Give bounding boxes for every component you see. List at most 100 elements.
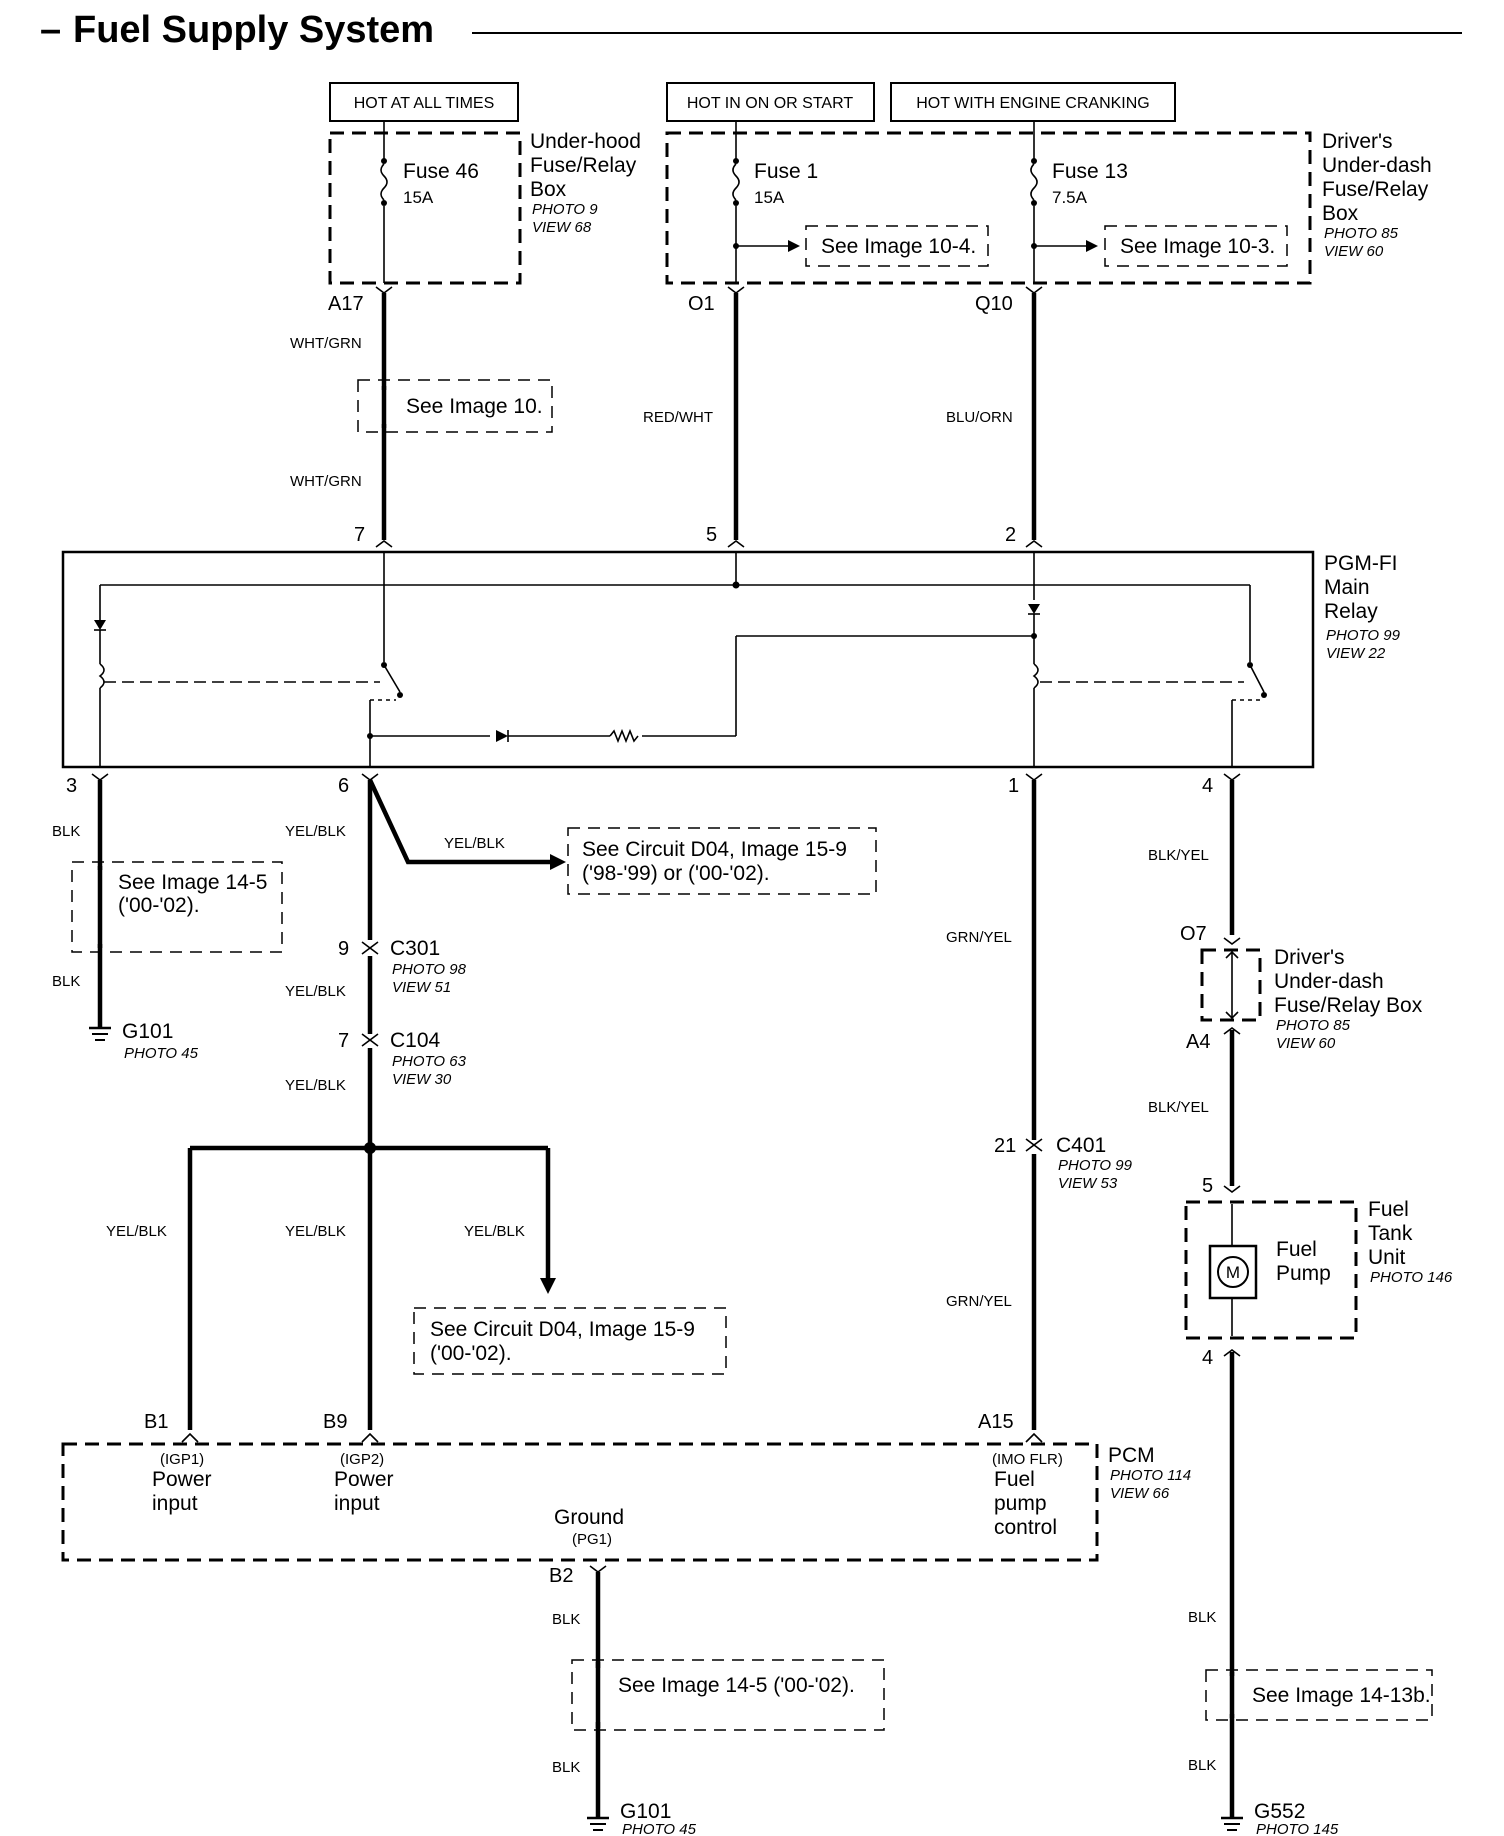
fuse-46-rating: 15A (403, 188, 434, 207)
svg-text:(IMO FLR): (IMO FLR) (992, 1451, 1063, 1468)
svg-text:PHOTO 98: PHOTO 98 (392, 961, 467, 978)
pcm-ground-label: Ground (554, 1506, 624, 1529)
see-image-10: See Image 10. (406, 395, 543, 418)
diode-icon (1028, 604, 1040, 614)
svg-text:M: M (1226, 1263, 1240, 1282)
svg-text:YEL/BLK: YEL/BLK (285, 1077, 346, 1094)
svg-text:A4: A4 (1186, 1031, 1210, 1053)
svg-text:WHT/GRN: WHT/GRN (290, 473, 362, 490)
svg-text:BLK: BLK (52, 973, 80, 990)
hot-label-all-times: HOT AT ALL TIMES (329, 82, 519, 122)
svg-text:BLK: BLK (52, 823, 80, 840)
svg-text:VIEW 30: VIEW 30 (392, 1071, 452, 1088)
hot-label-on-start: HOT IN ON OR START (666, 82, 875, 122)
fuse-1-ref: See Image 10-4. (821, 235, 976, 258)
wire-a17: A17 WHT/GRN WHT/GRN See Image 10. 7 (290, 286, 553, 548)
svg-text:YEL/BLK: YEL/BLK (106, 1223, 167, 1240)
svg-text:Unit: Unit (1368, 1246, 1406, 1269)
svg-text:GRN/YEL: GRN/YEL (946, 929, 1012, 946)
svg-text:PHOTO 99: PHOTO 99 (1326, 627, 1401, 644)
svg-text:BLK/YEL: BLK/YEL (1148, 1099, 1209, 1116)
svg-text:PHOTO 146: PHOTO 146 (1370, 1269, 1453, 1286)
pcm-name: PCM (1108, 1444, 1155, 1467)
svg-text:A17: A17 (328, 293, 364, 315)
fuse-13-rating: 7.5A (1052, 188, 1088, 207)
svg-text:B1: B1 (144, 1411, 168, 1433)
coil-icon (1032, 663, 1039, 689)
svg-text:(IGP2): (IGP2) (340, 1451, 384, 1468)
svg-text:O7: O7 (1180, 923, 1207, 945)
svg-text:PHOTO 114: PHOTO 114 (1110, 1467, 1191, 1484)
g101-top-name: G101 (122, 1020, 173, 1043)
wire-relay-pin4: 4 BLK/YEL O7 Driver's Under-dash Fuse/Re… (1148, 773, 1453, 1836)
svg-text:('00-'02).: ('00-'02). (118, 894, 200, 917)
svg-text:A15: A15 (978, 1411, 1014, 1433)
svg-text:WHT/GRN: WHT/GRN (290, 335, 362, 352)
svg-text:VIEW 60: VIEW 60 (1276, 1035, 1336, 1052)
svg-text:PHOTO 45: PHOTO 45 (622, 1821, 697, 1836)
g101-bottom-name: G101 (620, 1800, 671, 1823)
diode-icon (94, 620, 106, 630)
svg-text:YEL/BLK: YEL/BLK (464, 1223, 525, 1240)
arrow-icon (550, 854, 566, 870)
c301-name: C301 (390, 937, 440, 960)
svg-text:Fuel: Fuel (1276, 1238, 1317, 1261)
svg-text:Box: Box (530, 178, 567, 201)
c104-name: C104 (390, 1029, 441, 1052)
fuse-1-name: Fuse 1 (754, 160, 818, 183)
svg-text:Driver's: Driver's (1274, 946, 1345, 969)
svg-text:Relay: Relay (1324, 600, 1378, 623)
svg-text:B9: B9 (323, 1411, 347, 1433)
svg-text:2: 2 (1005, 524, 1016, 546)
switch-icon (1249, 664, 1265, 693)
see-image-14-13b: See Image 14-13b. (1252, 1684, 1431, 1707)
svg-text:HOT IN ON OR START: HOT IN ON OR START (687, 95, 853, 112)
fuse-13-name: Fuse 13 (1052, 160, 1128, 183)
wire-q10: Q10 BLU/ORN 2 (946, 286, 1043, 548)
svg-text:YEL/BLK: YEL/BLK (285, 823, 346, 840)
svg-text:Box: Box (1322, 202, 1359, 225)
svg-text:VIEW 51: VIEW 51 (392, 979, 451, 996)
resistor-icon (609, 728, 639, 744)
svg-text:5: 5 (706, 524, 717, 546)
svg-text:BLK: BLK (552, 1611, 580, 1628)
svg-text:5: 5 (1202, 1175, 1213, 1197)
fuse-46-icon (380, 163, 388, 201)
svg-text:input: input (152, 1492, 198, 1515)
svg-text:Power: Power (152, 1468, 212, 1491)
svg-text:RED/WHT: RED/WHT (643, 409, 713, 426)
svg-text:pump: pump (994, 1492, 1047, 1515)
svg-text:Fuse/Relay: Fuse/Relay (1322, 178, 1429, 201)
svg-text:1: 1 (1008, 775, 1019, 797)
ground-icon (1221, 1816, 1243, 1831)
svg-text:Under-dash: Under-dash (1274, 970, 1384, 993)
wire-relay-pin1: 1 GRN/YEL 21 C401 PHOTO 99 VIEW 53 GRN/Y… (946, 773, 1133, 1443)
arrow-icon (540, 1278, 556, 1294)
svg-text:input: input (334, 1492, 380, 1515)
svg-text:('00-'02).: ('00-'02). (430, 1342, 512, 1365)
svg-text:PHOTO 145: PHOTO 145 (1256, 1821, 1339, 1836)
svg-text:BLU/ORN: BLU/ORN (946, 409, 1013, 426)
svg-text:B2: B2 (549, 1565, 573, 1587)
svg-text:Fuel: Fuel (994, 1468, 1035, 1491)
svg-text:VIEW 60: VIEW 60 (1324, 243, 1384, 260)
wire-o1: O1 RED/WHT 5 (643, 286, 745, 548)
hot-label-cranking: HOT WITH ENGINE CRANKING (890, 82, 1176, 122)
driver-fuse-box: Fuse 1 15A See Image 10-4. Fuse 13 7.5A … (665, 121, 1432, 285)
fuse-1-rating: 15A (754, 188, 785, 207)
svg-text:4: 4 (1202, 775, 1213, 797)
svg-text:PHOTO 85: PHOTO 85 (1276, 1017, 1351, 1034)
svg-text:Main: Main (1324, 576, 1370, 599)
arrow-icon (1086, 240, 1098, 252)
c401-name: C401 (1056, 1134, 1106, 1157)
g552-name: G552 (1254, 1800, 1305, 1823)
svg-text:BLK: BLK (552, 1759, 580, 1776)
motor-icon (1217, 1256, 1249, 1288)
svg-text:HOT AT ALL TIMES: HOT AT ALL TIMES (354, 95, 495, 112)
svg-text:BLK: BLK (1188, 1757, 1216, 1774)
svg-text:7: 7 (338, 1030, 349, 1052)
fuse-46-name: Fuse 46 (403, 160, 479, 183)
wire-relay-pin6: 6 YEL/BLK YEL/BLK See Circuit D04, Image… (106, 773, 877, 1443)
see-circuit-d04-top: See Circuit D04, Image 15-9 (582, 838, 847, 861)
